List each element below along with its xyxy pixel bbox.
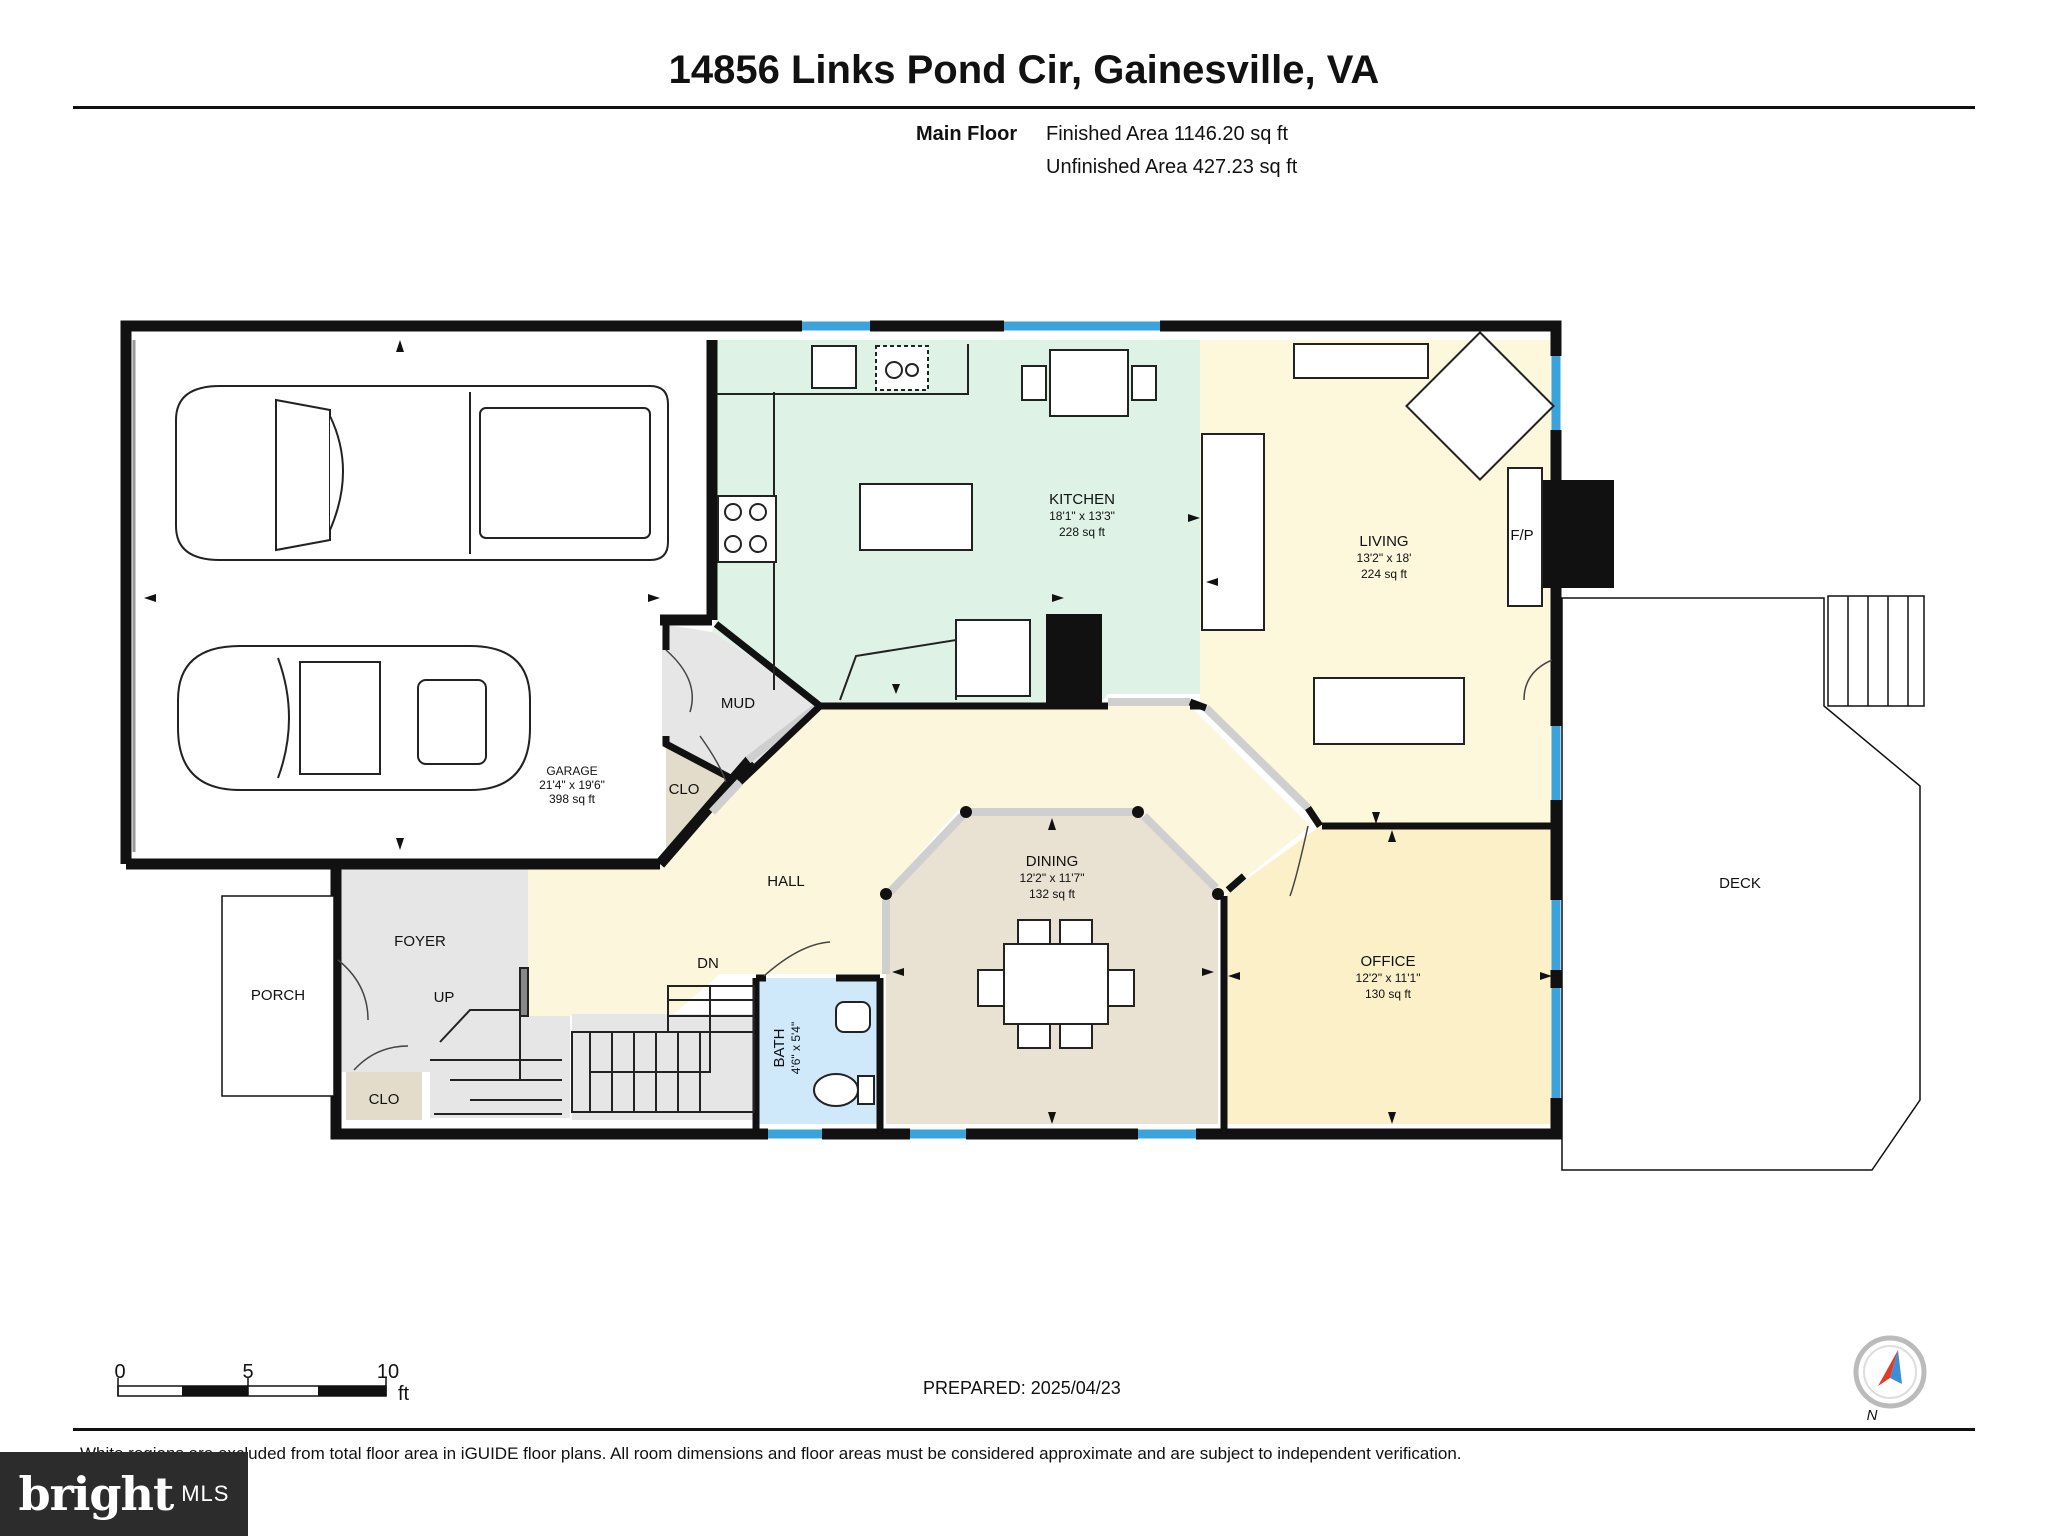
foyer-label: FOYER <box>394 933 446 950</box>
header-rule <box>73 106 1975 109</box>
compass-north-label: N <box>1867 1407 1878 1424</box>
prepared-date: PREPARED: 2025/04/23 <box>923 1378 1121 1398</box>
stairs-up-label: UP <box>434 989 455 1006</box>
property-address: 14856 Links Pond Cir, Gainesville, VA <box>668 48 1380 92</box>
living-dims: 13'2" x 18' <box>1357 551 1412 565</box>
dining-area: 132 sq ft <box>1029 887 1076 901</box>
garage-name: GARAGE <box>546 764 597 778</box>
windows <box>768 321 1561 1139</box>
stairs <box>430 967 755 1115</box>
fireplace-block <box>1540 480 1614 588</box>
office-floor <box>1224 826 1552 1124</box>
porch-label: PORCH <box>251 987 305 1004</box>
office-name: OFFICE <box>1361 953 1416 970</box>
mud-floor <box>662 624 820 780</box>
column <box>1212 888 1224 900</box>
dining-name: DINING <box>1026 853 1079 870</box>
column <box>880 888 892 900</box>
stair-floor <box>572 1014 754 1120</box>
scale-tick-0: 0 <box>114 1361 125 1383</box>
bath-fixtures <box>813 1001 875 1107</box>
office-area: 130 sq ft <box>1365 987 1412 1001</box>
kitchen-dims: 18'1" x 13'3" <box>1049 509 1115 523</box>
scale-bar <box>117 1378 387 1397</box>
floor-label: Main Floor <box>916 123 1018 145</box>
mud-closet-label: CLO <box>669 781 700 798</box>
logo-suffix: MLS <box>181 1481 230 1506</box>
hall-floor <box>528 706 1310 1016</box>
mud-closet-floor <box>666 738 730 860</box>
dining-dims: 12'2" x 11'7" <box>1020 871 1085 885</box>
kitchen-name: KITCHEN <box>1049 491 1115 508</box>
fireplace-label: F/P <box>1510 527 1533 544</box>
living-furniture <box>1201 331 1555 745</box>
bath-dims: 4'6" x 5'4" <box>789 1022 803 1074</box>
angled-walls <box>713 621 1323 828</box>
kitchen-counter <box>716 344 1157 701</box>
living-name: LIVING <box>1359 533 1408 550</box>
garage-area: 398 sq ft <box>549 792 596 806</box>
door-swings <box>337 649 1553 1071</box>
scale-tick-5: 5 <box>242 1361 253 1383</box>
bright-mls-logo: bright MLS <box>0 1452 248 1536</box>
garage-dims: 21'4" x 19'6" <box>539 778 605 792</box>
column <box>960 806 972 818</box>
dining-table-icon <box>977 919 1135 1049</box>
deck-stairs <box>1827 595 1925 707</box>
direction-arrows <box>144 340 1552 1124</box>
scale-unit: ft <box>398 1383 410 1405</box>
finished-area: Finished Area 1146.20 sq ft <box>1046 123 1289 145</box>
angled-partitions <box>709 698 1311 974</box>
scale-tick-10: 10 <box>377 1361 399 1383</box>
hall-label: HALL <box>767 873 805 890</box>
living-area: 224 sq ft <box>1361 567 1408 581</box>
deck-label: DECK <box>1719 875 1761 892</box>
stairs-down-label: DN <box>697 955 719 972</box>
kitchen-pantry-block <box>1046 614 1102 706</box>
logo-brand: bright <box>18 1467 175 1521</box>
kitchen-area: 228 sq ft <box>1059 525 1106 539</box>
footer-rule <box>73 1428 1975 1431</box>
bath-name: BATH <box>771 1029 788 1068</box>
disclaimer-text: White regions are excluded from total fl… <box>80 1444 1462 1463</box>
truck-icon <box>175 385 669 561</box>
office-dims: 12'2" x 11'1" <box>1356 971 1421 985</box>
compass-icon <box>1853 1335 1927 1409</box>
mud-label: MUD <box>721 695 755 712</box>
unfinished-area: Unfinished Area 427.23 sq ft <box>1046 156 1298 178</box>
foyer-floor <box>340 868 570 1118</box>
car-icon <box>177 645 531 791</box>
porch-outline <box>221 895 335 1097</box>
column <box>1132 806 1144 818</box>
foyer-closet-floor <box>346 1072 422 1120</box>
deck-outline <box>1561 597 1921 1171</box>
foyer-closet-label: CLO <box>369 1091 400 1108</box>
